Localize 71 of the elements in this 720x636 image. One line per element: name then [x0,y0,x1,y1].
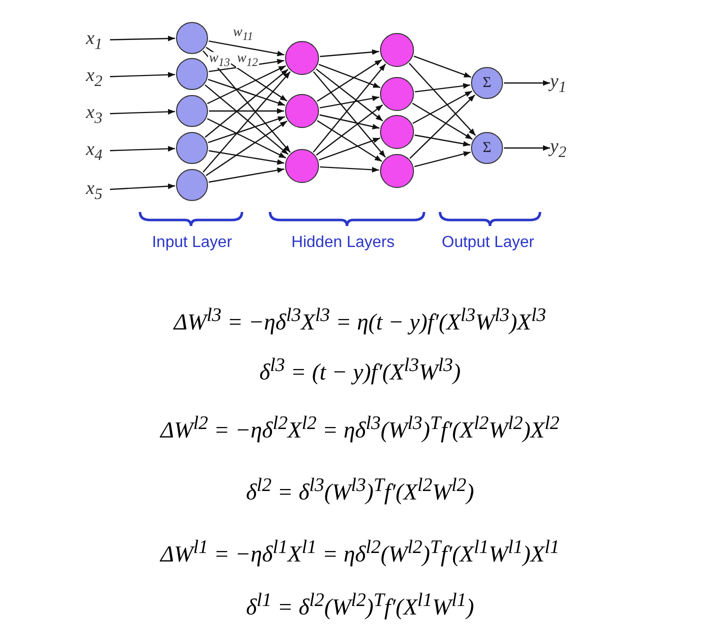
input-variable: x$_{1}$ [86,29,110,51]
arrow [206,46,288,102]
output-variable: y$_{1}$ [550,72,574,94]
arrow [202,71,291,173]
arrow [414,151,471,168]
arrow [208,58,284,72]
arrow [504,145,550,151]
neuron-circle [176,132,208,164]
arrow [316,120,382,162]
neuron-circle [380,154,414,188]
arrow [110,36,176,42]
neuron-circle [285,94,319,128]
layer-label: Hidden Layers [291,234,395,252]
neuron-circle [176,22,208,54]
neuron-circle [176,58,208,90]
arrow [316,68,384,122]
arrow [209,108,284,114]
arrow [202,50,291,153]
neuron-circle [380,115,414,149]
arrow [318,138,380,160]
arrow [316,59,382,102]
equation: δ$^{l3}$ = (t − y)f′(X$^{l3}$W$^{l3}$) [259,355,461,386]
input-variable: x$_{3}$ [86,103,110,125]
input-variable: x$_{4}$ [86,140,110,162]
neuron-circle [380,77,414,111]
arrow [204,68,288,138]
arrow [208,78,286,106]
arrow [320,49,380,58]
arrow [204,84,289,155]
arrow [208,150,284,165]
arrow [412,102,473,140]
equation: δ$^{l1}$ = δ$^{l2}$(W$^{l2}$)$^{T}$f′(X$^{l1}$W$^{l1}$) [246,590,474,621]
arrow [207,65,286,104]
equation: δ$^{l2}$ = δ$^{l3}$(W$^{l3}$)$^{T}$f′(X$^{l2}$W$^{l2}$) [246,475,474,506]
neuron-circle [285,149,319,183]
neuron-circle [176,95,208,127]
neuron-circle [176,169,208,201]
arrow [320,96,380,108]
arrow [414,56,472,78]
arrow [110,146,176,152]
arrow [110,72,176,78]
arrow [409,94,476,159]
arrow [208,40,284,56]
equation: ΔW$^{l3}$ = −ηδ$^{l3}$X$^{l3}$ = η(t − y)f′(X$^{l3}$W$^{l3}$)X$^{l3}$ [174,305,546,336]
input-variable: x$_{2}$ [86,66,110,88]
arrow [316,104,384,156]
arrow [318,64,380,88]
arrow [110,108,176,115]
arrow [408,62,476,136]
output-variable: y$_{2}$ [550,137,574,159]
neuron-circle [380,33,414,67]
weight-label: w$_{13}$ [208,52,231,68]
layer-label: Output Layer [442,234,534,252]
equation: ΔW$^{l2}$ = −ηδ$^{l2}$X$^{l2}$ = ηδ$^{l3}$(W$^{l3}$)$^{T}$f′(X$^{l2}$W$^{l2}$)X$^{l2}$ [160,413,560,444]
arrow [320,166,380,172]
arrow [110,183,176,190]
arrow [504,80,550,86]
neuron-circle [285,41,319,75]
arrow [319,114,380,130]
arrow [206,118,286,158]
arrow [412,90,472,124]
sum-neuron: Σ [471,67,503,99]
arrow [414,134,470,147]
layer-label: Input Layer [152,234,232,252]
arrow [208,116,286,144]
arrow [208,168,284,183]
input-variable: x$_{5}$ [86,179,110,201]
arrow [414,83,470,92]
sum-neuron: Σ [471,132,503,164]
equation: ΔW$^{l1}$ = −ηδ$^{l1}$X$^{l1}$ = ηδ$^{l2}$(W$^{l2}$)$^{T}$f′(X$^{l1}$W$^{l1}$)X$^{l1}$ [160,537,560,568]
arrow [206,120,288,176]
